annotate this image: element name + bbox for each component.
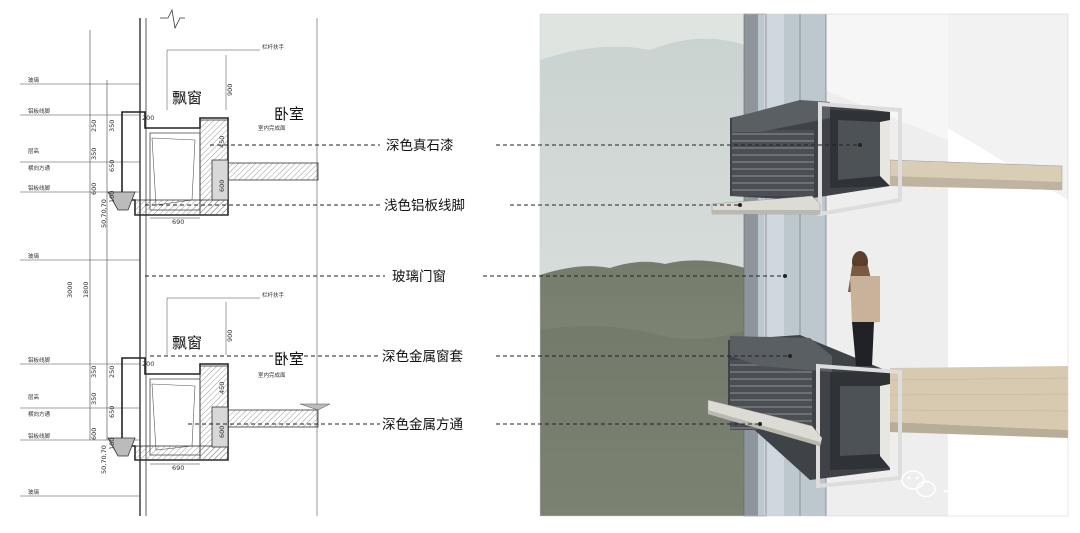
dim-1800: 1800 (82, 281, 90, 298)
callout-dark-metal-window-frame: 深色金属窗套 (382, 348, 463, 365)
dim-450-upper: 450 (218, 136, 226, 148)
note-aluminum-trim-4: 铝板线脚 (28, 432, 51, 440)
room-label-bedroom-upper: 卧室 (274, 105, 304, 123)
dim-200-lower: 200 (142, 360, 154, 368)
dim-450-lower: 450 (218, 382, 226, 394)
note-floor-level-1: 层高 (28, 147, 40, 155)
dim-690-upper: 690 (172, 218, 184, 226)
dim-350-lower-b: 350 (90, 393, 98, 405)
room-label-bedroom-lower: 卧室 (274, 350, 304, 368)
bay-window-render-lower (707, 335, 902, 489)
watermark-text: 上海柏涛 (943, 473, 1019, 496)
note-indoor-finish-upper: 室内完成面 (258, 124, 286, 132)
dim-900-upper: 900 (226, 84, 234, 96)
bay-window-section-lower (107, 357, 331, 465)
dim-900-lower: 900 (226, 330, 234, 342)
dim-250-upper: 250 (90, 120, 98, 132)
room-label-bay-window-upper: 飘窗 (172, 89, 202, 107)
facade-render (539, 13, 1069, 517)
bay-window-section-upper (107, 111, 319, 219)
dim-100-upper: 100 (108, 191, 116, 203)
watermark: 上海柏涛 (901, 470, 1019, 498)
person-figure (848, 251, 880, 366)
callout-leaders (145, 143, 862, 426)
dim-600-lower: 600 (90, 428, 98, 440)
dim-650-upper: 650 (108, 160, 116, 172)
note-glass-2: 玻璃 (28, 252, 40, 260)
note-floor-level-2: 层高 (28, 393, 40, 401)
dim-350-upper-b: 350 (90, 148, 98, 160)
dim-350-lower: 350 (90, 366, 98, 378)
note-indoor-finish-lower: 室内完成面 (258, 371, 286, 379)
dim-600-lower-r: 600 (218, 426, 226, 438)
note-rect-tube-1: 横向方通 (28, 164, 51, 172)
dim-100-lower: 100 (108, 438, 116, 450)
callout-light-aluminum-trim: 浅色铝板线脚 (384, 197, 465, 214)
note-aluminum-trim-3: 铝板线脚 (28, 356, 51, 364)
wechat-icon (901, 470, 936, 498)
dim-50-70-70-lower: 50,70,70 (100, 445, 108, 474)
section-drawing: 飘窗 卧室 飘窗 卧室 栏杆扶手 栏杆扶手 室内完成面 室内完成面 玻璃 铝板线… (20, 8, 331, 516)
note-aluminum-trim-1: 铝板线脚 (28, 107, 51, 115)
note-aluminum-trim-2: 铝板线脚 (28, 184, 51, 192)
room-label-bay-window-lower: 飘窗 (172, 334, 202, 352)
dim-250-lower: 250 (108, 366, 116, 378)
dimension-labels: 250 350 350 650 600 100 50,70,70 900 450… (66, 84, 234, 474)
note-rect-tube-2: 横向方通 (28, 410, 51, 418)
dim-600-upper-r: 600 (218, 180, 226, 192)
dim-690-lower: 690 (172, 464, 184, 472)
dim-3000: 3000 (66, 281, 74, 298)
callout-dark-metal-rect-tube: 深色金属方通 (382, 416, 463, 433)
note-glass-3: 玻璃 (28, 488, 40, 496)
note-glass-1: 玻璃 (28, 76, 40, 84)
dim-50-70-70-upper: 50,70,70 (100, 199, 108, 228)
dim-650-lower: 650 (108, 406, 116, 418)
dim-350-upper: 350 (108, 120, 116, 132)
note-railing-upper: 栏杆扶手 (262, 43, 285, 51)
callout-glass-doors-windows: 玻璃门窗 (392, 268, 446, 285)
dim-200-upper: 200 (142, 114, 154, 122)
callout-labels: 深色真石漆 浅色铝板线脚 玻璃门窗 深色金属窗套 深色金属方通 (382, 137, 465, 433)
dim-600-upper: 600 (90, 183, 98, 195)
bay-window-render-upper (711, 100, 902, 217)
note-railing-lower: 栏杆扶手 (262, 291, 285, 299)
callout-dark-stone-paint: 深色真石漆 (386, 137, 454, 154)
